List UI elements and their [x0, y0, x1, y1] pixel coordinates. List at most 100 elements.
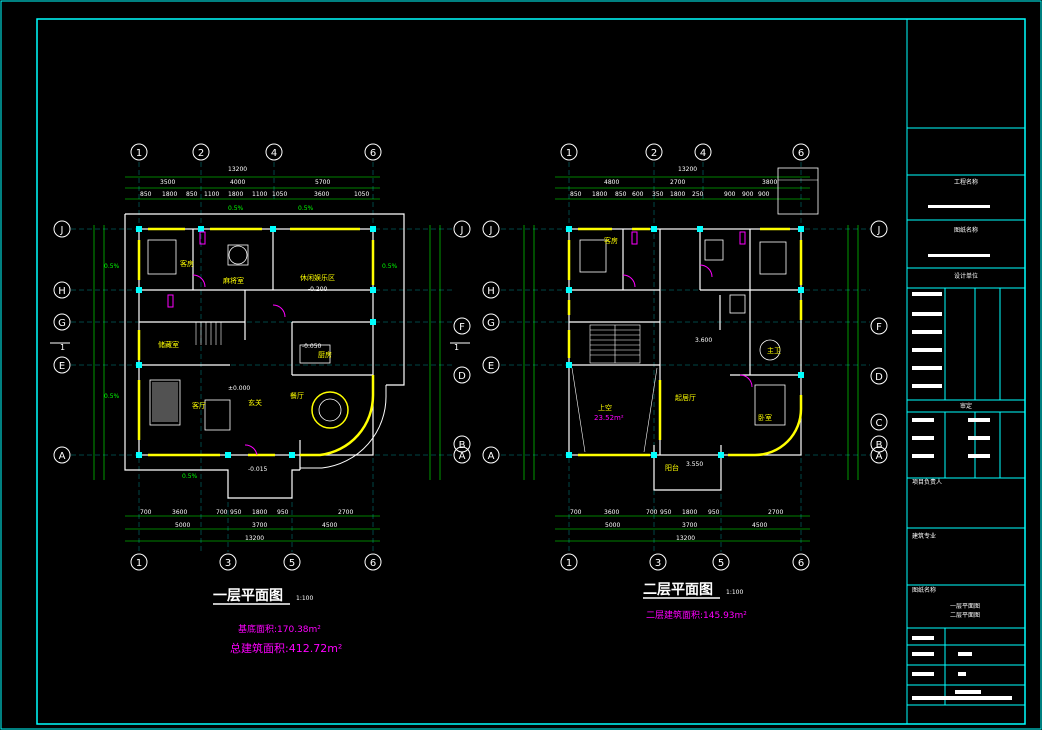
plan1-scale: 1:100 — [296, 595, 313, 602]
title-block — [907, 127, 1025, 706]
plan1-bubble-top-4: 6 — [364, 143, 382, 161]
plan1-dim-top-fine-2: 1800 — [162, 191, 177, 198]
svg-text:E: E — [488, 361, 494, 372]
plan1-stairs — [195, 322, 222, 345]
svg-text:6: 6 — [798, 558, 804, 569]
plan1-bubble-left-G: G — [53, 313, 71, 331]
svg-text:3: 3 — [655, 558, 661, 569]
plan2-dim-bot-fine-4: 950 — [660, 509, 672, 516]
section-marker-left: 1 — [60, 343, 65, 352]
plan1-dim-top-fine-3: 850 — [186, 191, 198, 198]
svg-text:1: 1 — [136, 148, 142, 159]
plan2-scale: 1:100 — [726, 589, 743, 596]
svg-text:5: 5 — [718, 558, 724, 569]
plan2-bubble-bot-4: 6 — [792, 553, 810, 571]
plan1-slope-2: 0.5% — [298, 205, 314, 212]
plan1-slope-1: 0.5% — [228, 205, 244, 212]
plan2-dim-bot-mid-1: 5000 — [605, 522, 620, 529]
tb-drawing-name-1: 一层平面图 — [950, 603, 980, 610]
svg-text:J: J — [877, 225, 881, 236]
svg-text:A: A — [488, 451, 495, 462]
svg-text:A: A — [876, 451, 883, 462]
plan1-dim-top-fine-5: 1800 — [228, 191, 243, 198]
svg-text:4: 4 — [271, 148, 277, 159]
plan1-slope-labels: 0.5% 0.5% 0.5% 0.5% 0.5% 0.5% — [104, 205, 398, 480]
tb-leader-label: 项目负责人 — [912, 478, 942, 486]
plan1-bubble-left-H: H — [53, 281, 71, 299]
plan1-dim-bot-total: 13200 — [245, 535, 264, 542]
plan2-room-balcony: 阳台 — [665, 463, 679, 472]
plan2-dim-bot-fine-5: 1800 — [682, 509, 697, 516]
svg-text:D: D — [875, 372, 883, 383]
svg-text:H: H — [487, 286, 495, 297]
plan1-dining-terrace — [300, 385, 387, 469]
plan1-slope-3: 0.5% — [104, 263, 120, 270]
plan2-bedroom-bay-window — [728, 395, 803, 457]
plan1-dining-bay-window — [300, 375, 375, 457]
plan1-slope-6: 0.5% — [182, 473, 198, 480]
plan2-dim-bot-fine-2: 3600 — [604, 509, 619, 516]
plan1-bubble-bot-3: 5 — [283, 553, 301, 571]
svg-text:5: 5 — [289, 558, 295, 569]
plan1-slope-5: 0.5% — [104, 393, 120, 400]
plan2-bubble-right-F: F — [870, 317, 888, 335]
svg-text:2: 2 — [651, 148, 657, 159]
plan1-title: 一层平面图 — [213, 588, 283, 604]
plan2-room-void: 上空 — [598, 403, 612, 412]
tb-discipline-label: 建筑专业 — [912, 532, 936, 540]
plan1-room-dining: 餐厅 — [290, 391, 304, 400]
plan2-room-labels: 客房 上空 23.52m² 起居厅 3.600 卧室 阳台 3.550 主卫 — [594, 236, 781, 472]
plan1-dim-top-total: 13200 — [228, 166, 247, 173]
plan1-room-foyer-elev: ±0.000 — [228, 385, 250, 392]
plan1-bubble-left-A: A — [53, 446, 71, 464]
svg-text:D: D — [458, 371, 466, 382]
plan1-dining-table-inner — [318, 398, 342, 422]
plan1-dim-bot-fine-4: 950 — [230, 509, 242, 516]
plan2-bubble-left-H: H — [482, 281, 500, 299]
svg-text:6: 6 — [798, 148, 804, 159]
svg-text:6: 6 — [370, 148, 376, 159]
plan1-columns — [136, 226, 376, 458]
tb-drawing-name-2: 二层平面图 — [950, 612, 980, 619]
svg-text:2: 2 — [198, 148, 204, 159]
plan1-bubble-right-D: D — [453, 366, 471, 384]
tb-company-label: 设计单位 — [954, 272, 978, 280]
plan1-dim-top-fine-1: 850 — [140, 191, 152, 198]
plan1-room-guest: 客房 — [180, 259, 194, 268]
plan1-room-kitchen-elev: -0.050 — [302, 343, 322, 350]
plan1-dim-top-fine-4: 1100 — [204, 191, 219, 198]
plan1-dim-bot-fine-3: 700 — [216, 509, 228, 516]
plan1-bubble-bot-1: 1 — [130, 553, 148, 571]
plan1-room-leisure-elev: -0.200 — [308, 286, 328, 293]
plan2-bubble-top-4: 6 — [792, 143, 810, 161]
plan2-dim-top-fine-8: 900 — [724, 191, 736, 198]
plan2-dim-top-fine-5: 350 — [652, 191, 664, 198]
plan2-bubble-left-E: E — [482, 356, 500, 374]
plan2-dimension-text: 13200 4800 2700 3800 850 1800 850 600 35… — [570, 166, 783, 542]
plan1-doors — [167, 231, 286, 456]
plan1-grid-bubbles: 1 2 4 6 1 3 5 6 J H G E A J F D B A — [53, 143, 471, 571]
plan2-furniture — [579, 239, 787, 426]
plan1-dining-table — [311, 391, 349, 429]
plan1-bubble-bot-4: 6 — [364, 553, 382, 571]
plan2-bubble-right-B: B — [870, 435, 888, 453]
title-block-text: 工程名称 图纸名称 设计单位 审定 项目负责人 建筑专业 图纸名称 一层平面图 … — [912, 178, 980, 619]
plan1-rug — [152, 382, 178, 422]
plan2-dim-top-fine-2: 1800 — [592, 191, 607, 198]
plan1-bubble-bot-2: 3 — [219, 553, 237, 571]
plan2-room-balcony-elev: 3.550 — [686, 461, 703, 468]
plan2-dim-top-fine-7: 250 — [692, 191, 704, 198]
plan-1: 客房 麻将室 休闲娱乐区 -0.200 储藏室 客厅 玄关 ±0.000 厨房 … — [53, 143, 471, 655]
plan2-bubble-left-G: G — [482, 313, 500, 331]
plan2-room-void-area: 23.52m² — [594, 414, 624, 422]
plan2-bubble-right-D: D — [870, 367, 888, 385]
plan2-stairs — [589, 324, 641, 364]
plan2-dimension-lines — [523, 176, 859, 542]
svg-text:C: C — [876, 418, 883, 429]
plan2-room-lounge: 起居厅 — [675, 394, 696, 402]
plan1-bubble-right-J: J — [453, 220, 471, 238]
plan1-total-area: 总建筑面积:412.72m² — [230, 641, 342, 655]
svg-text:E: E — [59, 361, 65, 372]
plan2-dim-top-mid-1: 4800 — [604, 179, 619, 186]
plan2-bubble-bot-1: 1 — [560, 553, 578, 571]
